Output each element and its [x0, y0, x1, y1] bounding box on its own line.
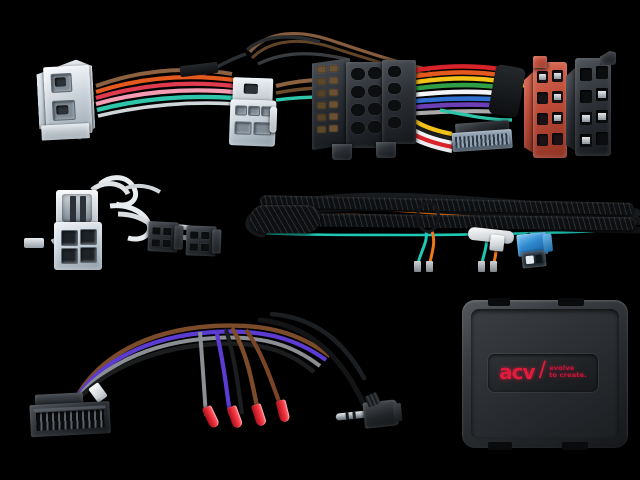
black-plug-a [147, 221, 185, 257]
iso-speaker-connector [566, 51, 620, 156]
mid-left-harness-group [0, 170, 240, 280]
iso-power-connector [524, 56, 572, 158]
module-notch-top-left [488, 298, 510, 306]
module-notch-bottom-right [562, 442, 588, 450]
acv-tagline-line2: to create. [549, 371, 587, 379]
bottom-left-harness-group [0, 300, 450, 450]
small-terminal-end [24, 236, 46, 250]
module-notch-top-right [558, 298, 584, 306]
acv-logo-slash: / [538, 357, 546, 384]
white-two-pin-connector [50, 184, 114, 272]
acv-tagline-line1: evolve [549, 364, 575, 373]
top-harness-group [0, 0, 640, 175]
acv-logo-wordmark: acv [499, 360, 535, 384]
black-multipin-connector [29, 391, 115, 441]
white-retaining-clip-tab [489, 234, 505, 252]
vehicle-white-connector [36, 58, 106, 147]
grey-ribbon-connector [451, 120, 515, 156]
mid-right-loom-group [240, 185, 640, 285]
lead-terminal-orange-2 [490, 261, 497, 272]
jack-35mm-plug [334, 391, 410, 439]
corrugated-loom-loop [250, 205, 320, 233]
lead-terminal-teal-2 [478, 261, 485, 272]
black-plug-b [185, 225, 222, 260]
lead-terminal-orange-1 [426, 261, 433, 272]
lead-terminal-teal-1 [414, 261, 421, 272]
cable-tie [416, 201, 440, 233]
acv-interface-module: acv / evolve to create. [462, 298, 628, 450]
fakra-blue-plug [516, 231, 558, 271]
black-quadlock-connector [312, 52, 418, 160]
small-white-connector [228, 77, 283, 151]
acv-logo-plate: acv / evolve to create. [488, 354, 598, 392]
acv-logo-tagline: evolve to create. [549, 365, 587, 378]
module-notch-bottom-left [488, 442, 512, 450]
